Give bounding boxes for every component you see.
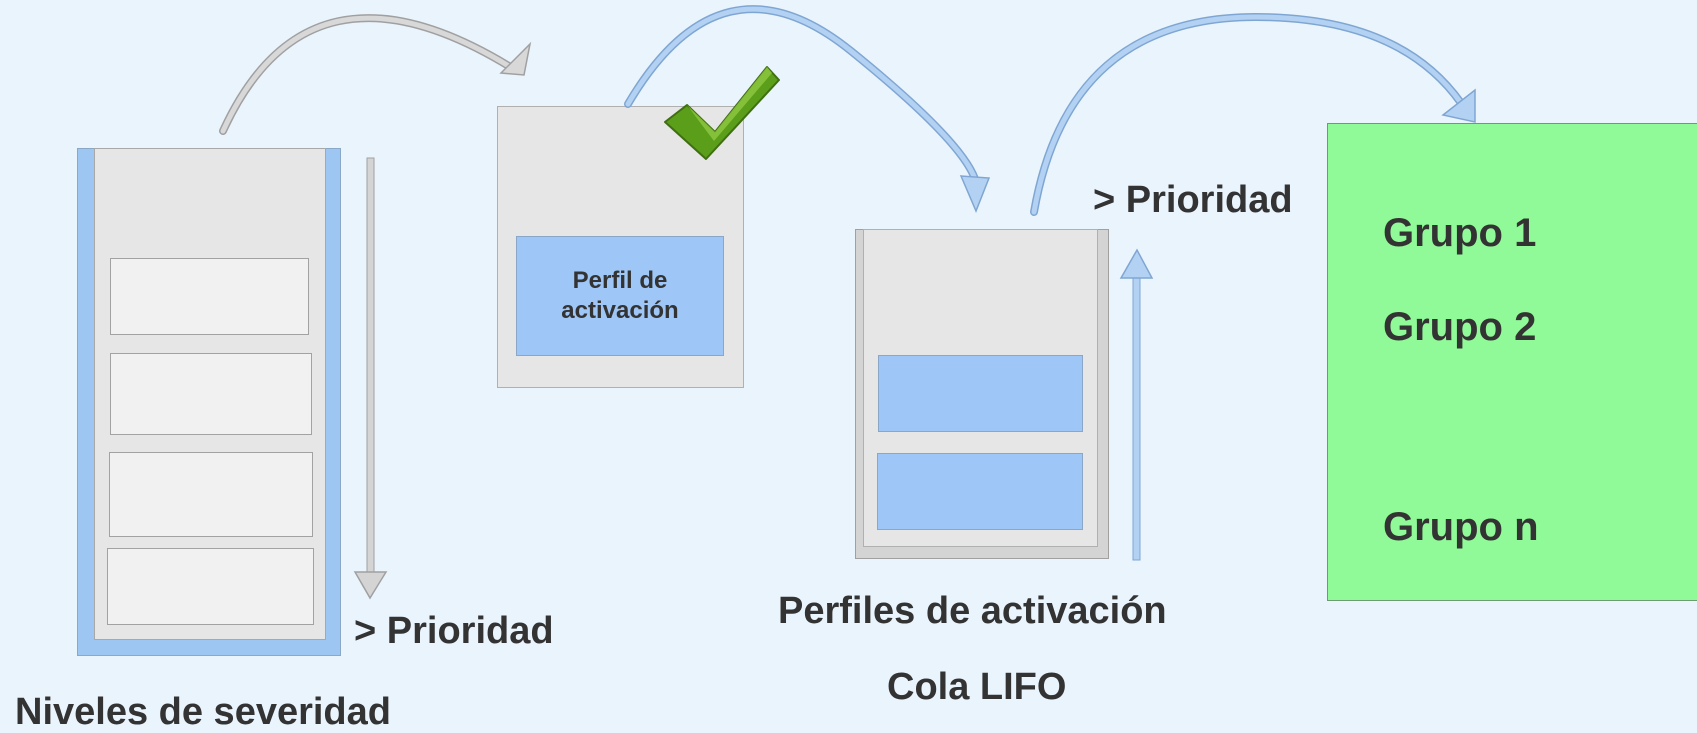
straight-arrow-icon [353,157,388,600]
group-label: Grupo 1 [1383,211,1537,255]
groups-panel [1327,123,1697,601]
lifo-queue-item [878,355,1083,432]
group-label: Grupo 2 [1383,305,1537,349]
curved-arrow-icon [1030,12,1476,216]
activation-profile-label: Perfil de activación [561,267,679,324]
severity-priority-label: > Prioridad [354,610,554,652]
curved-arrow-icon [624,5,991,213]
lifo-queue-item [877,453,1083,530]
severity-slot [109,452,313,537]
lifo-priority-label: > Prioridad [1093,179,1293,221]
lifo-subcaption: Cola LIFO [887,666,1067,708]
severity-slot [107,548,314,625]
straight-arrow-icon [1119,248,1154,561]
curved-arrow-icon [219,14,532,135]
lifo-caption: Perfiles de activación [778,590,1167,632]
severity-caption: Niveles de severidad [15,691,391,733]
group-label: Grupo n [1383,505,1539,549]
checkmark-icon [664,66,780,160]
severity-slot [110,353,312,435]
activation-profile-box: Perfil de activación [516,236,724,356]
severity-slot [110,258,309,335]
